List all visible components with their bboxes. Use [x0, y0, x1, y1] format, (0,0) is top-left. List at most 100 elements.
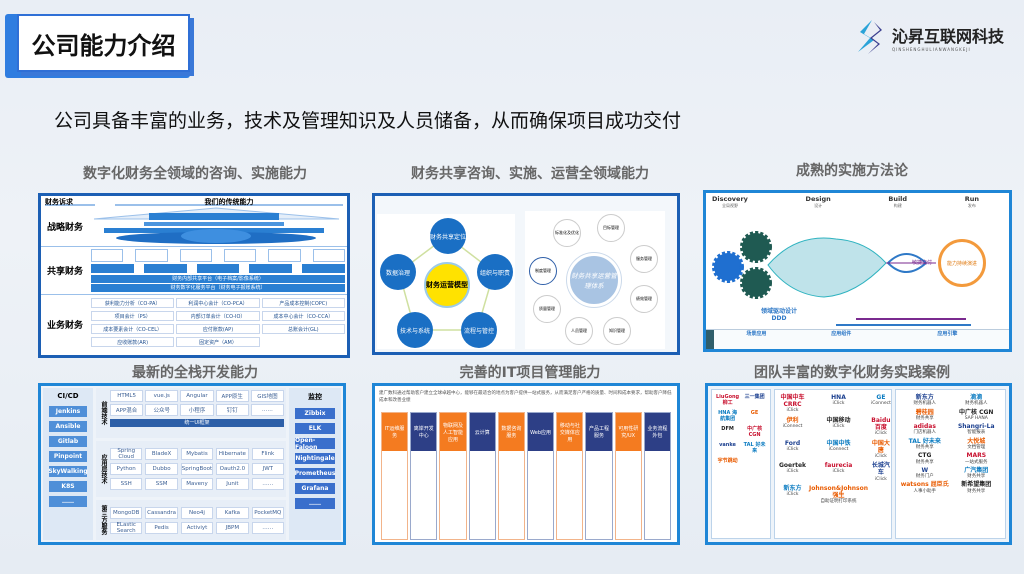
- product-tag: 自助证明打印系统: [820, 499, 857, 505]
- tech-item: APP原生: [215, 390, 249, 402]
- client-name: 碧桂园: [915, 408, 934, 416]
- client-name: adidas: [913, 423, 936, 431]
- wheel-center: 财务共享运营管理体系: [567, 253, 621, 307]
- client-name: Johnson&Johnson 强生: [809, 485, 868, 500]
- ddd-en-label: DDD: [771, 315, 787, 322]
- tech-item: ELastic Search: [110, 521, 143, 534]
- product-tag: iClick: [786, 408, 799, 414]
- service-column-header: 可用性研究/UX: [615, 413, 641, 451]
- tech-item: vue.js: [145, 390, 179, 402]
- logo-subtext: QINSHENGHULIANWANGKEJI: [892, 46, 971, 52]
- product-tag: iClick: [832, 423, 845, 429]
- monitor-tool: ELK: [295, 423, 335, 434]
- intro-text: 建广数科通过帮助客户建立全球卓越中心，能够在最适合的地点为客户提供一站式服务，从…: [379, 391, 672, 404]
- tech-item: Oauth2.0: [216, 463, 249, 475]
- product-tag: 财务机器人: [965, 401, 988, 407]
- tech-item: JWT: [251, 463, 284, 475]
- strategy-house-graphic: [93, 207, 340, 244]
- product-tag: 门店机器人: [913, 430, 937, 436]
- product-tag: 财务门户: [915, 474, 934, 480]
- tech-item: PocketMQ: [251, 506, 284, 519]
- tech-item: ……: [251, 478, 284, 490]
- client-name: 伊利: [786, 416, 799, 424]
- module-box: 利润中心会计（CO-PCA）: [176, 298, 260, 308]
- client-logo: 新东方财务机器人: [900, 394, 950, 407]
- tech-item: Hibernate: [216, 448, 249, 460]
- product-tag: iConnect: [782, 423, 803, 429]
- logo-text: 沁昇互联网科技: [892, 26, 1005, 46]
- client-name: 滴滴: [970, 394, 983, 401]
- client-logo: HNA 海航集团: [718, 410, 738, 422]
- client-logo: 宇节跳动: [717, 458, 738, 464]
- module-box: 成本要素会计（CO-CEL）: [91, 324, 175, 334]
- tech-item: Activiyt: [180, 521, 214, 534]
- client-logo: GE: [750, 410, 759, 416]
- monitor-tool: Open-Faloon: [295, 437, 335, 451]
- head-left: 财务诉求: [45, 197, 95, 206]
- product-tag: iConnect: [870, 401, 891, 407]
- service-column-header: 物联网及人工智能应用: [440, 413, 466, 451]
- tech-item: Spring Cloud: [110, 448, 143, 460]
- tech-item: Mybatis: [180, 448, 214, 460]
- tech-item: SSH: [110, 478, 143, 490]
- module-box: 获利能力分析（CO-PA）: [91, 298, 175, 308]
- client-name: 大悦城: [967, 437, 986, 445]
- page-title: 公司能力介绍: [17, 14, 190, 72]
- tech-item: Neo4j: [180, 506, 214, 519]
- phase-label: Design: [805, 195, 831, 203]
- module-box: 成本中心会计（CO-CCA）: [261, 311, 345, 321]
- product-tag: iConnect: [828, 446, 849, 452]
- finance-capability-diagram: 财务诉求 我们的传统能力 战略财务 共享财务 财务内部共享平台（电子档案/影像系…: [38, 193, 350, 358]
- client-name: GE: [876, 394, 886, 401]
- it-pm-diagram: 建广数科通过帮助客户建立全球卓越中心，能够在最适合的地点为客户提供一站式服务，从…: [372, 383, 680, 545]
- wheel-node: 绩效管理: [630, 285, 658, 313]
- group-label: 应用层技术: [100, 454, 107, 484]
- product-tag: iClick: [874, 476, 887, 482]
- group-label: 前端技术: [100, 401, 107, 425]
- monitor-tool: ……: [295, 498, 335, 509]
- module-box: 内部订单会计（CO-IO）: [176, 311, 260, 321]
- client-name: 中国移动: [826, 416, 851, 424]
- product-tag: 财务共享: [915, 444, 934, 450]
- cicd-tool: Gitlab: [49, 436, 87, 447]
- tech-item: Cassandra: [145, 506, 178, 519]
- tech-item: Flink: [251, 448, 284, 460]
- product-tag: 财务共享: [967, 474, 986, 480]
- product-tag: iClick: [874, 453, 887, 459]
- cicd-title: CI/CD: [57, 392, 79, 400]
- client-logo: 三一集团: [744, 394, 765, 400]
- client-name: W: [921, 466, 929, 474]
- tech-item: SSM: [145, 478, 178, 490]
- ui-framework-bar: 统一UI框架: [110, 419, 284, 427]
- module-box: 总账会计(GL): [261, 324, 345, 334]
- client-name: 中国中车 CRRC: [780, 394, 805, 409]
- tech-item: MongoDB: [110, 506, 143, 519]
- product-tag: iClick: [832, 469, 845, 475]
- platform-bar: 财务数字化服务平台（财务电子报账系统）: [91, 284, 345, 292]
- center-node: 财务运营模型: [424, 262, 470, 308]
- product-tag: 财务机器人: [913, 401, 937, 407]
- client-name: 广汽集团: [964, 466, 989, 474]
- client-name: Baidu 百度: [871, 416, 891, 431]
- client-name: Goertek: [779, 462, 807, 470]
- monitor-tool: Prometheus: [294, 468, 336, 479]
- service-column-header: 业务流程外包: [644, 413, 671, 451]
- client-logo: 中广核 CGN: [747, 426, 763, 438]
- tech-item: HTML5: [110, 390, 144, 402]
- wheel-node: 人员管理: [565, 317, 593, 345]
- client-logo: watsons 屈臣氏人事小助手: [900, 481, 950, 494]
- pentagon-node: 财务共享定位: [430, 218, 466, 254]
